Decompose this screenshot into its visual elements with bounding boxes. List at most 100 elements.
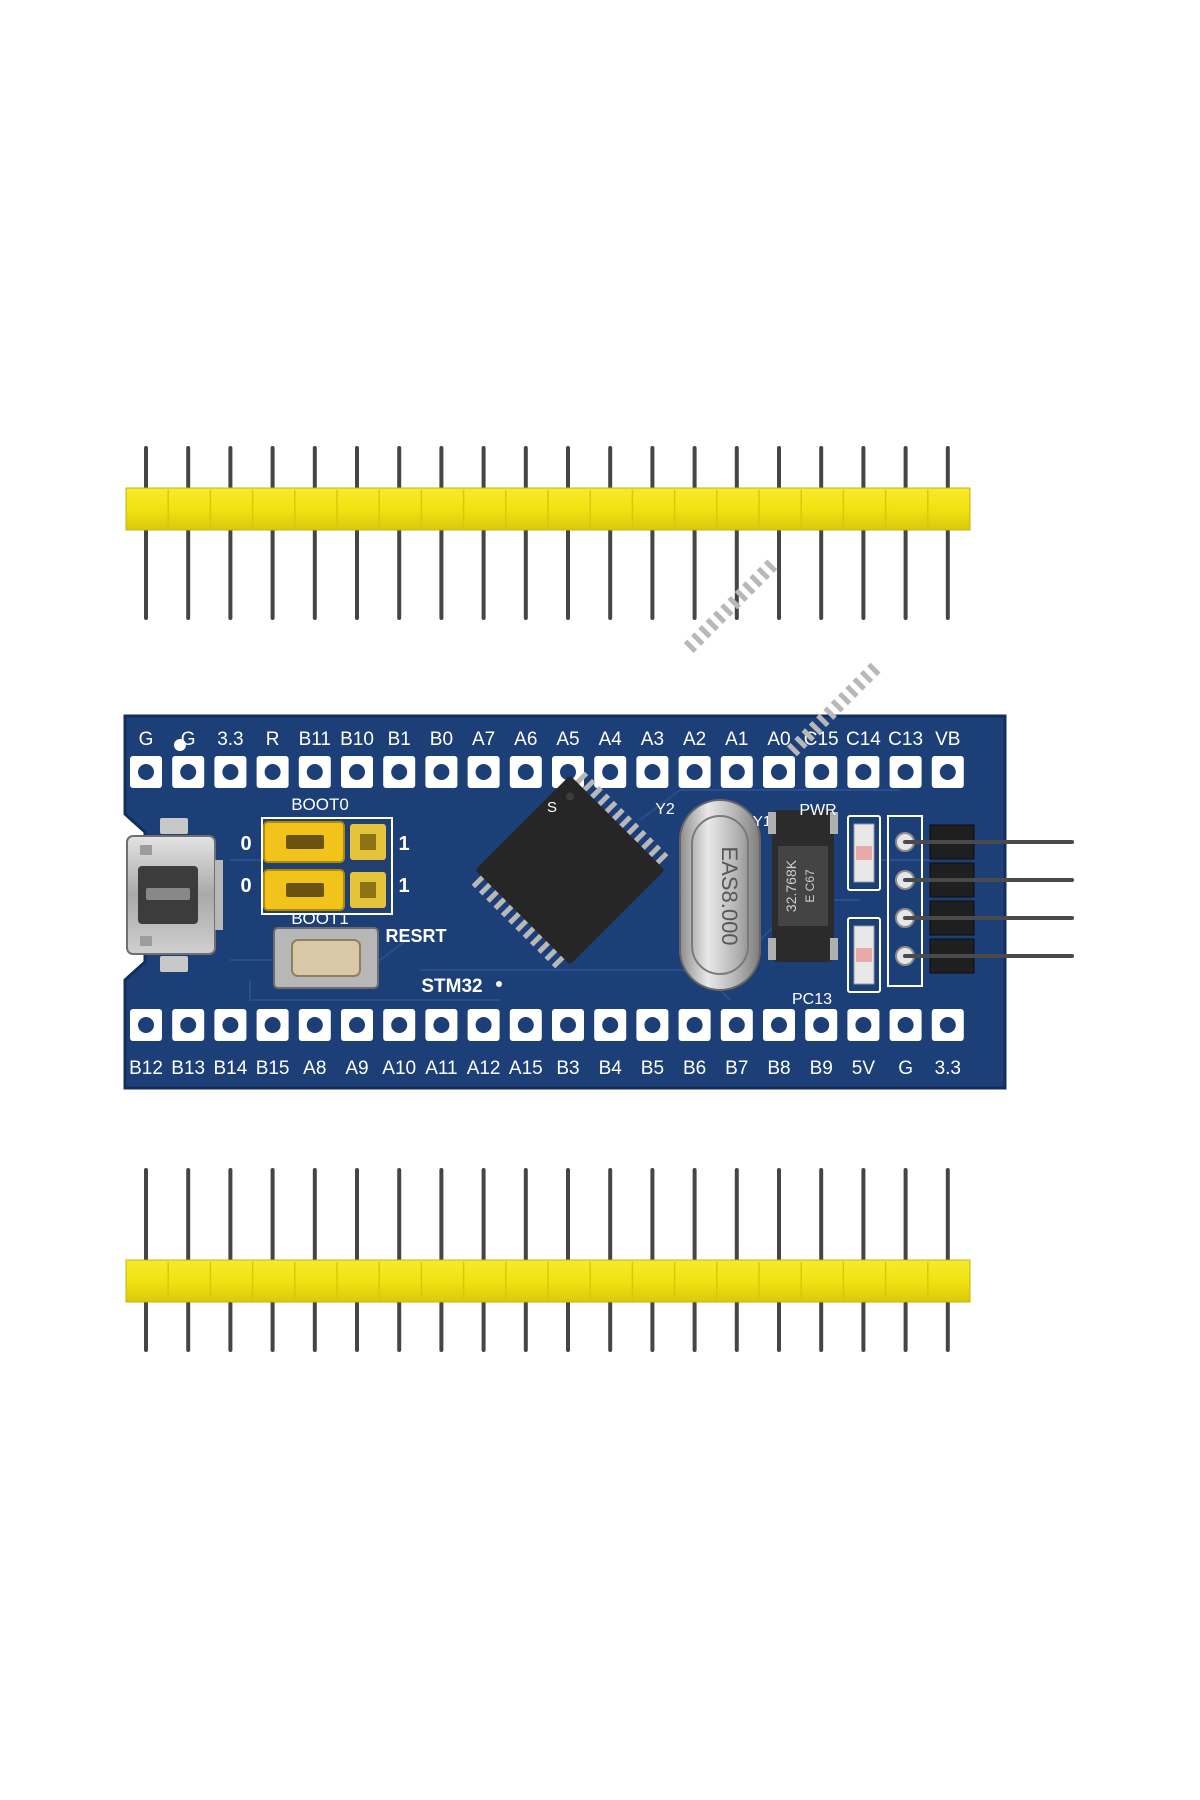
jumper-zero-top-label: 0	[240, 833, 251, 855]
mcu-lead	[712, 610, 727, 624]
bottom-pad-hole	[475, 1017, 492, 1033]
status-leds: PWR PC13	[792, 802, 881, 1008]
top-pin-label: G	[139, 729, 154, 750]
top-pad-hole	[138, 764, 154, 780]
top-pin-label: A1	[725, 729, 748, 750]
mcu-lead	[756, 566, 771, 581]
bottom-pin-label: B7	[725, 1058, 748, 1079]
bottom-pad-hole	[264, 1017, 281, 1033]
bottom-pad-hole	[517, 1017, 534, 1033]
bottom-pad-hole	[897, 1017, 914, 1033]
bottom-pad-hole	[180, 1017, 197, 1033]
mcu-lead	[786, 742, 801, 757]
bottom-pad-hole	[939, 1017, 956, 1033]
mcu-pin1-mark: S	[547, 799, 557, 816]
mcu-lead	[683, 639, 698, 654]
bottom-pin-label: A8	[303, 1058, 326, 1079]
top-pin-label: G	[181, 729, 196, 750]
mcu-lead	[589, 786, 603, 800]
bottom-pin-label: B12	[129, 1058, 163, 1079]
mcu-lead	[705, 617, 720, 632]
y1-marking-line2: E C67	[803, 869, 817, 903]
mcu-lead	[808, 720, 823, 735]
bottom-pad-hole	[644, 1017, 661, 1033]
mcu-lead	[749, 574, 763, 588]
mcu-lead	[478, 882, 493, 896]
mcu-lead	[698, 625, 712, 639]
bottom-pin-label: B9	[810, 1058, 833, 1079]
top-pin-label: C14	[846, 729, 881, 750]
top-pin-label: A4	[599, 729, 623, 750]
mcu-lead	[574, 771, 589, 786]
pwr-led-label: PWR	[799, 802, 836, 819]
crystal-y2: Y2 EAS8.000	[655, 799, 761, 991]
mcu-lead	[529, 933, 544, 947]
bottom-pad-hole	[433, 1017, 450, 1033]
mcu-lead	[508, 911, 522, 925]
mcu-lead	[734, 588, 749, 603]
mcu-lead	[537, 940, 551, 954]
mcu-lead	[618, 815, 632, 829]
bottom-pin-label: A15	[509, 1058, 543, 1079]
mcu-lead	[582, 778, 596, 793]
stm32-mcu-chip: S STM32	[421, 559, 881, 997]
mcu-lead	[794, 735, 808, 750]
swd-right-angle-header	[887, 815, 1074, 987]
bottom-pad-hole	[349, 1017, 365, 1033]
bottom-pin-label: B13	[171, 1058, 205, 1079]
mcu-lead	[763, 559, 778, 573]
mcu-lead	[640, 837, 654, 851]
bottom-pad-hole	[686, 1017, 703, 1033]
y1-marking-line1: 32.768K	[783, 859, 799, 912]
y1-label: Y1	[753, 813, 771, 830]
reset-label: RESRT	[385, 926, 446, 946]
top-pin-label: A5	[556, 729, 579, 750]
top-pad-hole	[475, 764, 492, 780]
top-pad-hole	[517, 764, 534, 780]
pin-header-strip-bottom	[125, 1168, 971, 1352]
jumper-one-bottom-label: 1	[398, 875, 409, 897]
top-pin-label: A3	[641, 729, 664, 750]
top-pin-label: B10	[340, 729, 374, 750]
pad-row-top	[130, 756, 964, 788]
mcu-lead	[830, 699, 845, 713]
top-pad-hole	[939, 764, 956, 780]
top-pin-label: C13	[888, 729, 923, 750]
top-pin-label: A0	[767, 729, 790, 750]
top-pad-hole	[602, 764, 619, 780]
mcu-lead	[522, 925, 537, 940]
mcu-lead	[845, 684, 859, 698]
bottom-pad-hole	[306, 1017, 323, 1033]
bottom-pin-label: G	[898, 1058, 913, 1079]
mcu-lead	[625, 822, 640, 837]
mcu-lead	[859, 669, 874, 684]
bottom-pad-hole	[222, 1017, 239, 1033]
bottom-pin-label: 5V	[852, 1058, 876, 1079]
bottom-pin-label: 3.3	[935, 1058, 961, 1079]
mcu-lead	[486, 889, 500, 903]
bottom-pin-label: B4	[599, 1058, 623, 1079]
bottom-pad-hole	[602, 1017, 619, 1033]
boot-jumper-block: BOOT0 BOOT1 0 0 1 1	[240, 795, 409, 928]
top-pad-hole	[728, 764, 745, 780]
top-pin-label: B0	[430, 729, 453, 750]
top-pin-label: 3.3	[217, 729, 243, 750]
top-pad-hole	[264, 764, 281, 780]
top-pad-hole	[433, 764, 450, 780]
bottom-pad-hole	[771, 1017, 787, 1033]
top-pad-hole	[349, 764, 365, 780]
y2-marking: EAS8.000	[717, 846, 742, 945]
top-pad-hole	[391, 764, 408, 780]
jumper-one-top-label: 1	[398, 833, 409, 855]
mcu-lead	[633, 829, 647, 844]
jumper-zero-bottom-label: 0	[240, 875, 251, 897]
top-pin-label: VB	[935, 729, 960, 750]
crystal-y1: Y1 32.768K E C67	[753, 810, 838, 962]
mcu-lead	[816, 713, 830, 728]
pin1-dot	[174, 739, 186, 751]
top-pin-label: B1	[388, 729, 411, 750]
bottom-pad-hole	[855, 1017, 872, 1033]
